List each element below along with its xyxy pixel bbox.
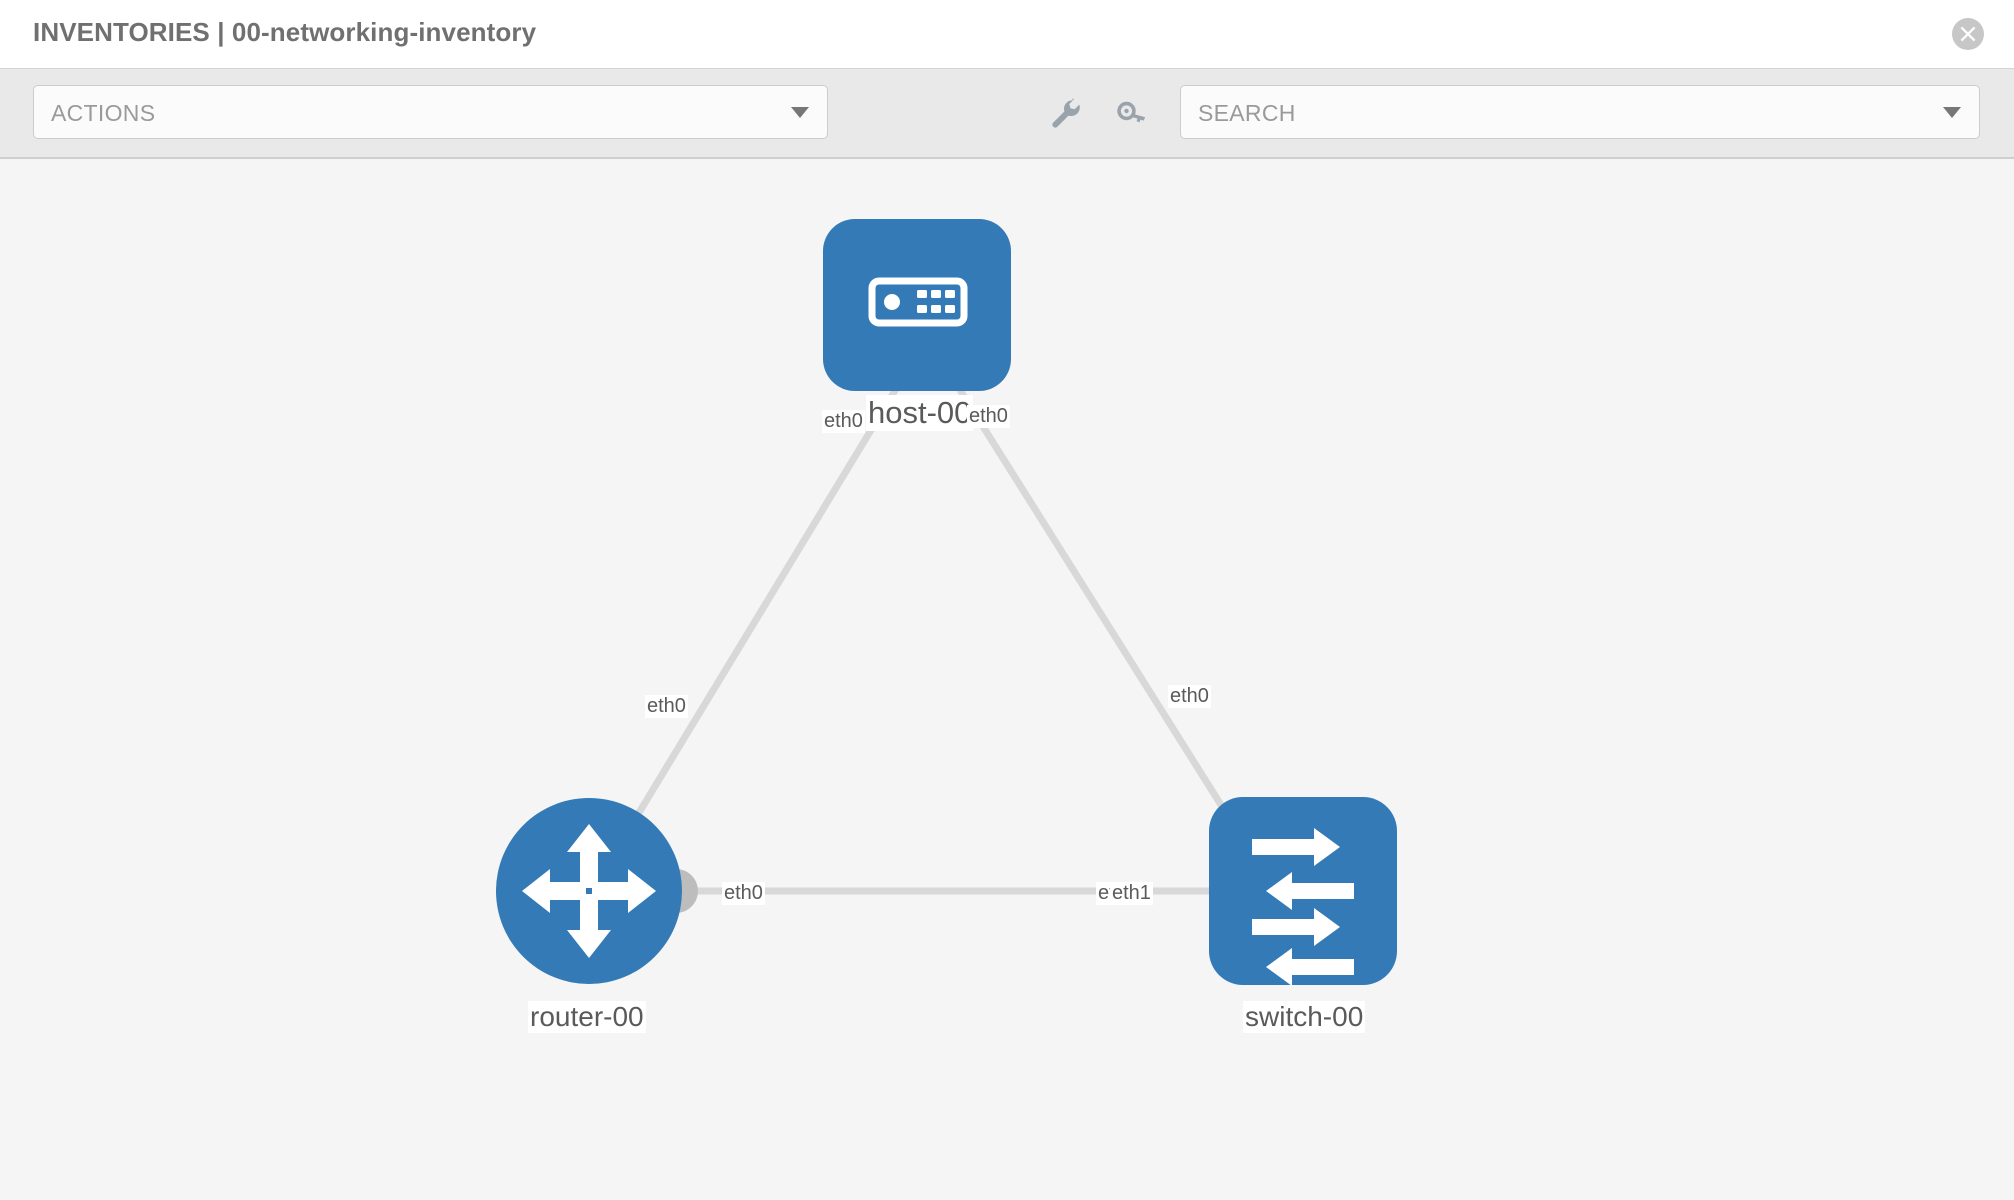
wrench-icon[interactable]: [1048, 97, 1082, 131]
key-icon[interactable]: [1115, 97, 1149, 131]
node-label-host-00: host-00: [866, 395, 974, 431]
page-title: INVENTORIES | 00-networking-inventory: [33, 17, 537, 47]
node-router-00: [496, 798, 682, 984]
node-host-00: [823, 219, 1011, 391]
page-header: INVENTORIES | 00-networking-inventory: [0, 0, 2014, 68]
chevron-down-icon: [791, 107, 809, 118]
topology-edges: [597, 372, 1258, 895]
iface-label-switch-left-front: eth1: [1110, 882, 1153, 905]
iface-label-switch-upper: eth0: [1168, 685, 1211, 708]
search-input[interactable]: SEARCH: [1180, 85, 1980, 139]
close-icon[interactable]: [1952, 18, 1984, 50]
topology-canvas[interactable]: host-00 router-00 switch-00 eth0 eth0 et…: [0, 159, 2014, 1200]
search-placeholder: SEARCH: [1198, 100, 1296, 126]
actions-dropdown-label: ACTIONS: [51, 100, 156, 126]
node-label-switch-00: switch-00: [1243, 1001, 1366, 1034]
edge-host-switch: [947, 372, 1258, 861]
iface-label-host-left: eth0: [822, 410, 865, 433]
actions-dropdown[interactable]: ACTIONS: [33, 85, 828, 139]
chevron-down-icon[interactable]: [1943, 107, 1961, 118]
toolbar: ACTIONS SEARCH: [0, 68, 2014, 159]
topology-graph: [496, 219, 1397, 986]
node-switch-00: [1209, 797, 1397, 986]
edge-host-router: [597, 372, 908, 879]
iface-label-router-right: eth0: [722, 882, 765, 905]
iface-label-router-upper: eth0: [645, 695, 688, 718]
node-label-router-00: router-00: [528, 1001, 646, 1034]
iface-label-host-right: eth0: [967, 405, 1010, 428]
